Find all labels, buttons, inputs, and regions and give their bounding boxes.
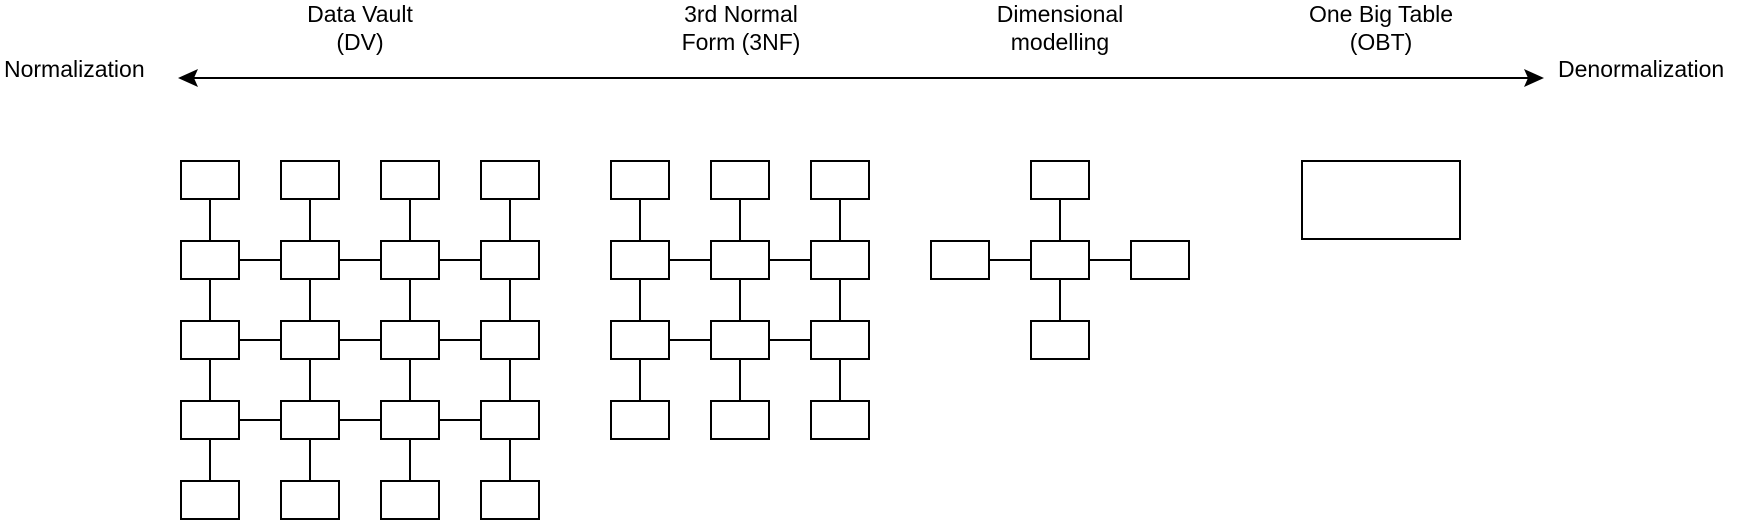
dimension-table-box <box>1030 160 1090 200</box>
table-box <box>180 400 240 440</box>
dimension-table-box <box>1030 320 1090 360</box>
table-box <box>710 400 770 440</box>
connector-horizontal <box>340 339 380 341</box>
table-box <box>610 320 670 360</box>
table-box <box>380 320 440 360</box>
connector-vertical <box>509 360 511 400</box>
table-box <box>480 240 540 280</box>
one-big-table-box <box>1301 160 1461 240</box>
connector-vertical <box>309 280 311 320</box>
connector-vertical <box>739 200 741 240</box>
connector-vertical <box>209 280 211 320</box>
connector-horizontal <box>770 259 810 261</box>
connector-horizontal <box>1090 259 1130 261</box>
spectrum-arrow <box>178 69 1544 87</box>
table-box <box>280 160 340 200</box>
table-box <box>280 240 340 280</box>
table-box <box>610 240 670 280</box>
table-box <box>380 160 440 200</box>
label-line-2: (OBT) <box>1349 29 1413 55</box>
arrow-head-left-icon <box>178 69 198 87</box>
table-box <box>710 160 770 200</box>
table-box <box>810 160 870 200</box>
normalization-label: Normalization <box>4 56 145 82</box>
denormalization-label: Denormalization <box>1558 56 1725 82</box>
table-box <box>280 400 340 440</box>
label-data-vault: Data Vault (DV) <box>210 0 510 56</box>
connector-vertical <box>409 280 411 320</box>
table-box <box>480 160 540 200</box>
table-box <box>380 400 440 440</box>
connector-vertical <box>639 280 641 320</box>
table-box <box>180 480 240 520</box>
connector-horizontal <box>340 419 380 421</box>
connector-vertical <box>1059 200 1061 240</box>
table-box <box>810 320 870 360</box>
connector-horizontal <box>240 419 280 421</box>
connector-vertical <box>409 440 411 480</box>
connector-vertical <box>309 200 311 240</box>
table-box <box>180 240 240 280</box>
connector-vertical <box>509 200 511 240</box>
label-3nf: 3rd Normal Form (3NF) <box>591 0 891 56</box>
table-box <box>280 320 340 360</box>
connector-vertical <box>639 360 641 400</box>
connector-horizontal <box>670 339 710 341</box>
arrow-head-right-icon <box>1524 69 1544 87</box>
connector-horizontal <box>770 339 810 341</box>
connector-horizontal <box>240 259 280 261</box>
connector-vertical <box>639 200 641 240</box>
table-box <box>480 320 540 360</box>
label-line-2: Form (3NF) <box>681 29 801 55</box>
connector-vertical <box>1059 280 1061 320</box>
connector-vertical <box>409 360 411 400</box>
table-box <box>480 480 540 520</box>
connector-vertical <box>209 440 211 480</box>
table-box <box>480 400 540 440</box>
connector-horizontal <box>990 259 1030 261</box>
connector-vertical <box>309 440 311 480</box>
connector-vertical <box>409 200 411 240</box>
connector-horizontal <box>670 259 710 261</box>
label-obt: One Big Table (OBT) <box>1231 0 1531 56</box>
table-box <box>710 240 770 280</box>
label-line-1: Dimensional <box>996 1 1124 27</box>
label-line-1: 3rd Normal <box>684 1 798 27</box>
table-box <box>710 320 770 360</box>
table-box <box>180 160 240 200</box>
connector-vertical <box>839 360 841 400</box>
table-box <box>280 480 340 520</box>
connector-horizontal <box>340 259 380 261</box>
connector-horizontal <box>440 259 480 261</box>
label-line-2: modelling <box>1010 29 1110 55</box>
connector-horizontal <box>440 419 480 421</box>
connector-horizontal <box>440 339 480 341</box>
connector-vertical <box>739 360 741 400</box>
fact-table-box <box>1030 240 1090 280</box>
connector-vertical <box>209 360 211 400</box>
table-box <box>610 160 670 200</box>
connector-vertical <box>509 440 511 480</box>
table-box <box>810 400 870 440</box>
connector-vertical <box>839 200 841 240</box>
connector-horizontal <box>240 339 280 341</box>
connector-vertical <box>509 280 511 320</box>
label-line-1: Data Vault <box>307 1 413 27</box>
label-line-1: One Big Table <box>1308 1 1454 27</box>
table-box <box>380 240 440 280</box>
dimension-table-box <box>930 240 990 280</box>
label-dimensional: Dimensional modelling <box>910 0 1210 56</box>
connector-vertical <box>739 280 741 320</box>
table-box <box>810 240 870 280</box>
table-box <box>380 480 440 520</box>
label-line-2: (DV) <box>336 29 384 55</box>
connector-vertical <box>209 200 211 240</box>
table-box <box>610 400 670 440</box>
dimension-table-box <box>1130 240 1190 280</box>
connector-vertical <box>839 280 841 320</box>
table-box <box>180 320 240 360</box>
connector-vertical <box>309 360 311 400</box>
